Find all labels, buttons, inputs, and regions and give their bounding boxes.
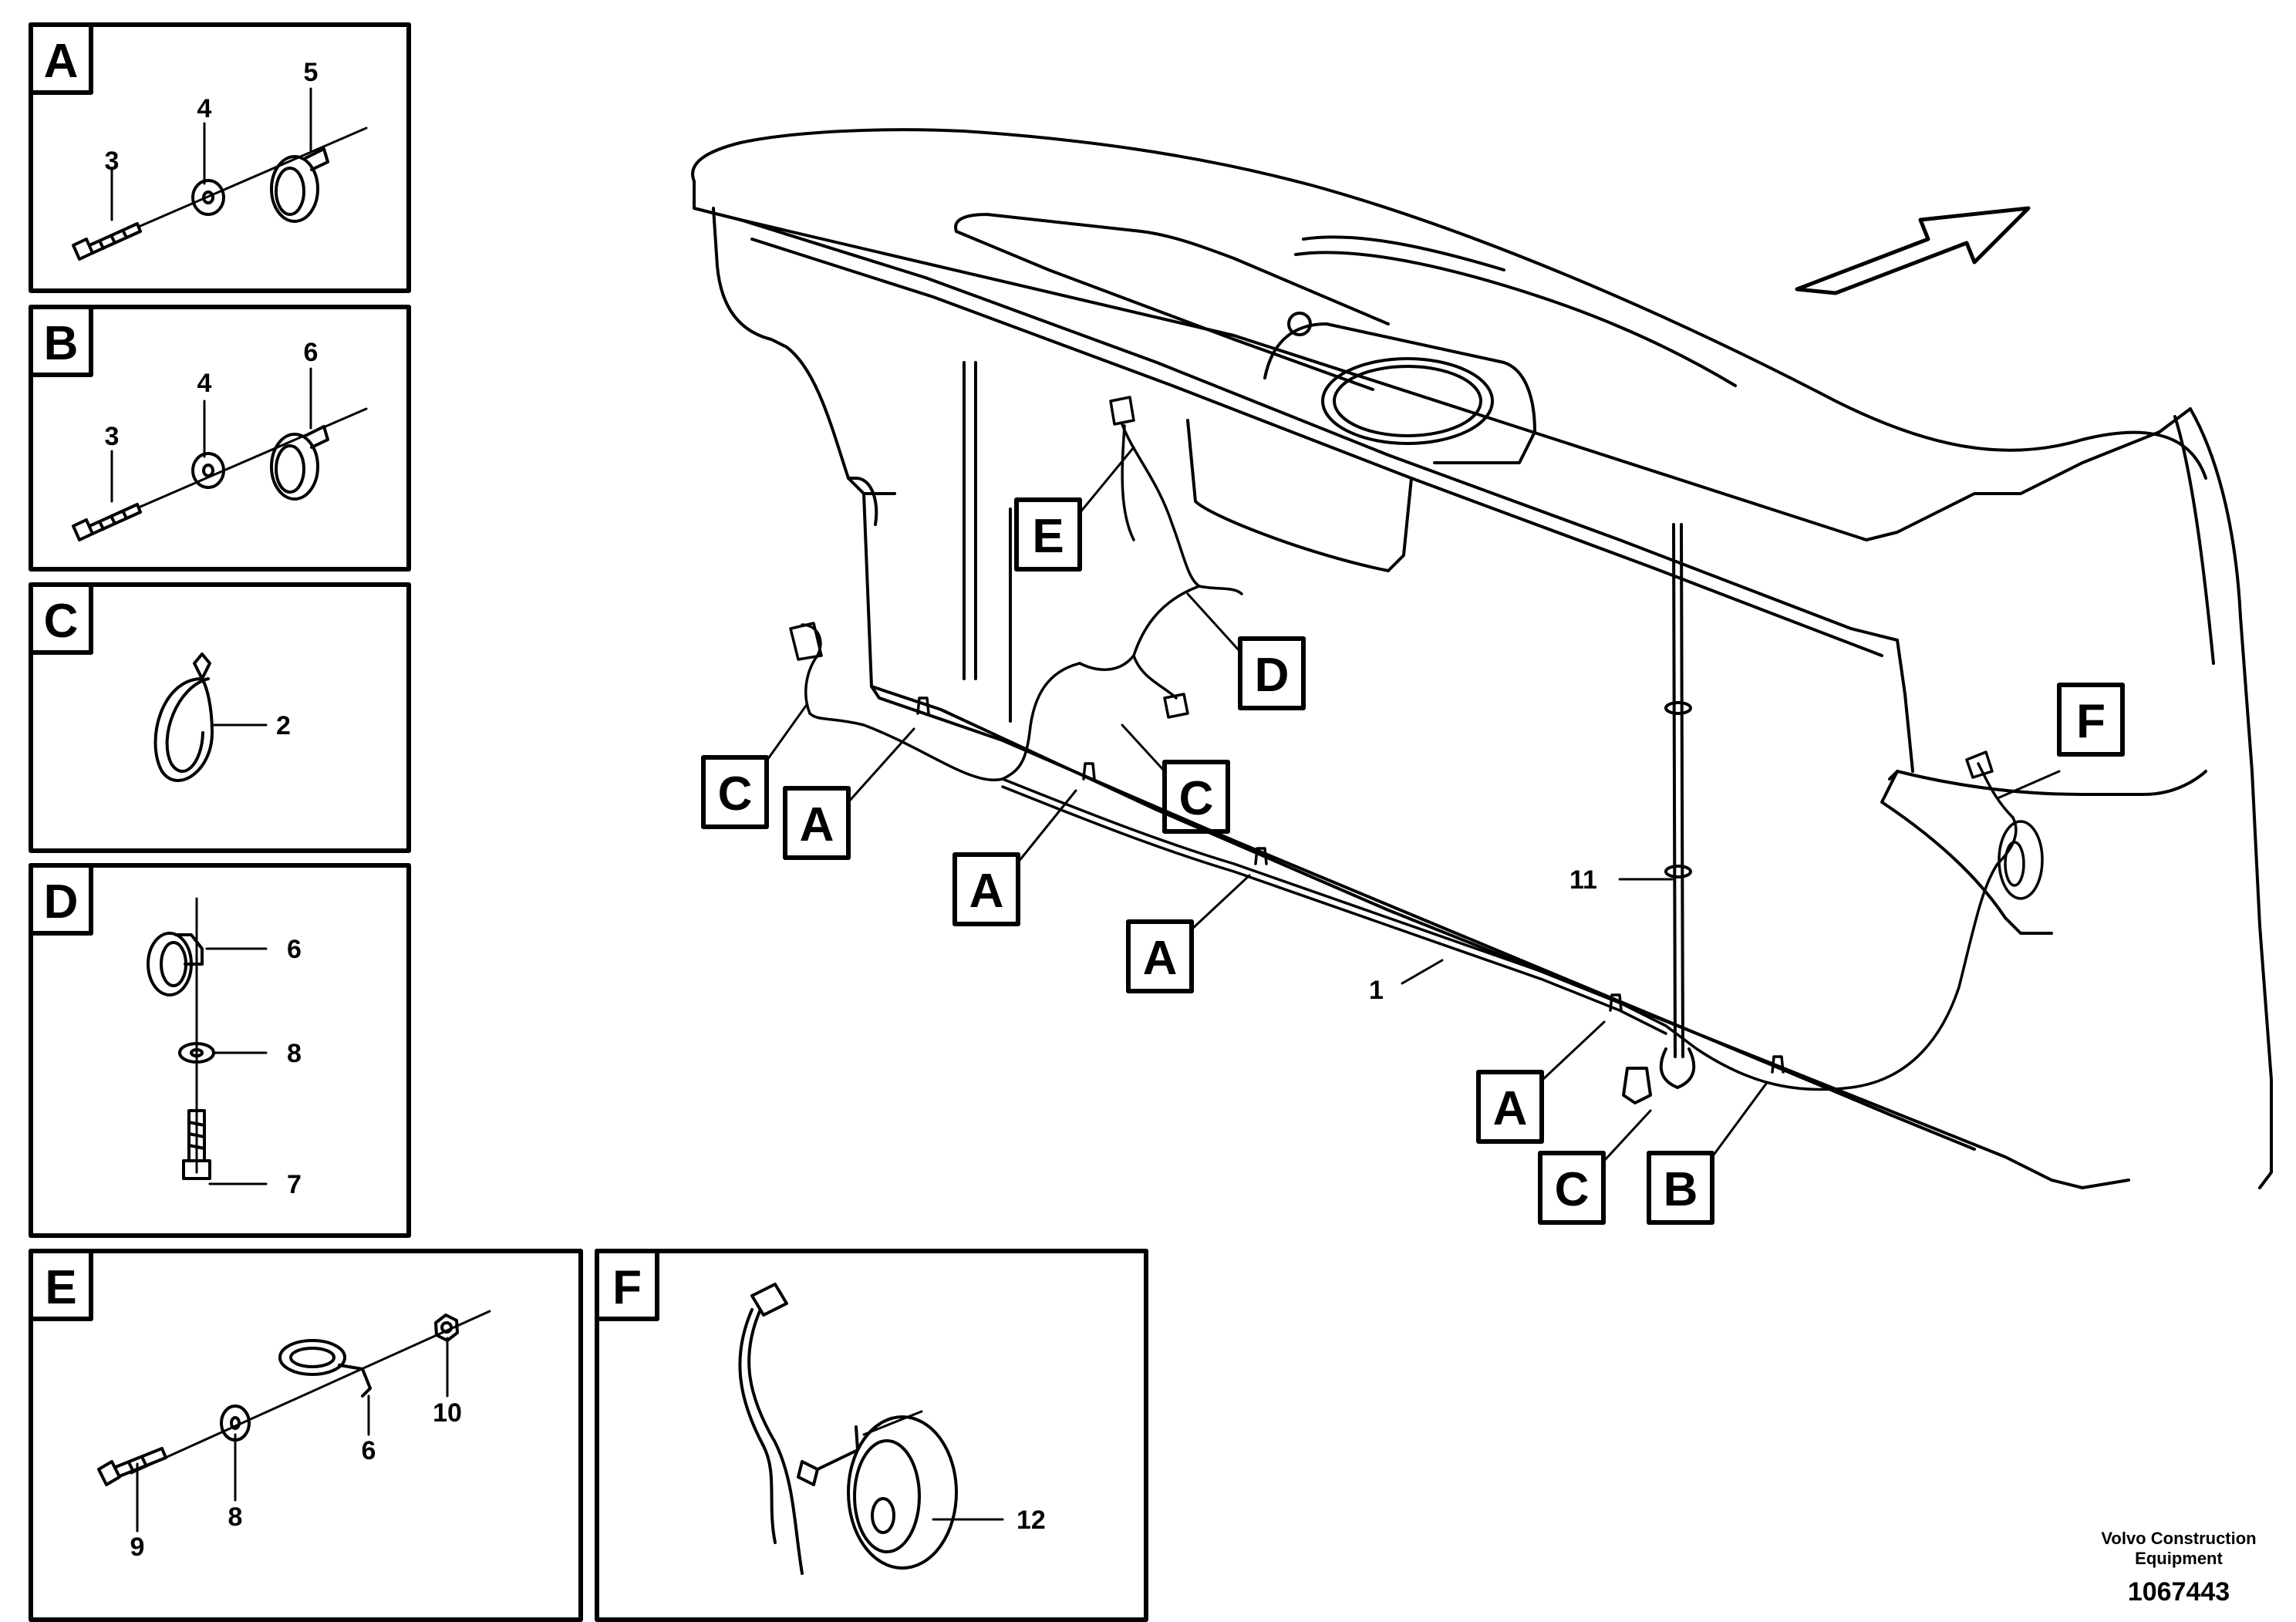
- part-number: 6: [362, 1436, 376, 1465]
- nut-icon: [434, 1313, 459, 1342]
- main-callout: F: [2076, 695, 2106, 748]
- bolt-icon: [72, 222, 142, 261]
- part-number: 6: [287, 935, 302, 964]
- drawing-number: 1067443: [2128, 1577, 2230, 1607]
- washer-icon: [191, 179, 225, 216]
- part-number: 10: [433, 1398, 462, 1428]
- horn-icon: [797, 1410, 958, 1570]
- connector-icon: [738, 1283, 804, 1575]
- p-clamp-icon: [278, 1339, 372, 1398]
- panel-b-letter: B: [44, 317, 79, 370]
- part-number: 9: [130, 1533, 145, 1562]
- p-clamp-icon: [147, 932, 204, 996]
- bolt-icon: [182, 1109, 211, 1180]
- part-number: 7: [287, 1170, 302, 1199]
- panel-f-letter: F: [612, 1261, 642, 1314]
- company-name-line2: Equipment: [2135, 1549, 2223, 1568]
- panel-e-letter: E: [45, 1261, 76, 1314]
- bolt-icon: [72, 503, 142, 541]
- bolt-icon: [97, 1447, 167, 1486]
- p-clamp-icon: [270, 147, 329, 223]
- main-callout: C: [1555, 1163, 1590, 1216]
- part-number: 8: [228, 1502, 243, 1532]
- detail-panel-c: [29, 582, 411, 853]
- detail-panel-d: [29, 863, 411, 1238]
- main-callout: A: [969, 865, 1004, 918]
- company-name-line1: Volvo Construction: [2101, 1529, 2256, 1548]
- panel-d-letter: D: [44, 875, 79, 929]
- detail-panel-b: [29, 305, 411, 572]
- part-number: 6: [304, 338, 319, 367]
- part-number: 12: [1017, 1506, 1046, 1535]
- part-number: 11: [1569, 865, 1597, 895]
- main-callout: A: [800, 798, 834, 851]
- part-number: 2: [276, 711, 291, 740]
- part-number: 8: [287, 1039, 302, 1068]
- main-callout: C: [1179, 772, 1214, 825]
- part-number: 3: [105, 147, 120, 176]
- panel-c-letter: C: [44, 595, 79, 648]
- direction-arrow-icon: [1795, 206, 2031, 295]
- main-callout-boxes: [701, 497, 2125, 1225]
- detail-panel-f: [595, 1249, 1148, 1622]
- part-number: 5: [304, 58, 319, 87]
- main-callout: C: [718, 767, 753, 821]
- callout-leaders: [766, 446, 2061, 1162]
- main-callout: A: [1143, 932, 1178, 985]
- part-number: 4: [197, 94, 212, 123]
- cable-tie-icon: [153, 653, 214, 782]
- detail-panel-e: [29, 1249, 583, 1622]
- p-clamp-icon: [270, 425, 329, 501]
- main-callout: D: [1255, 649, 1290, 702]
- panel-a-letter: A: [44, 35, 79, 88]
- washer-icon: [191, 452, 225, 489]
- part-number: 3: [105, 422, 120, 451]
- counterweight-assembly: [691, 128, 2273, 1189]
- part-number: 4: [197, 369, 212, 398]
- main-callout: A: [1493, 1082, 1528, 1135]
- part-number: 1: [1369, 976, 1384, 1005]
- wiring-harness: [789, 396, 2044, 1091]
- main-callout: B: [1664, 1163, 1698, 1216]
- detail-panel-a: [29, 22, 411, 293]
- main-callout: E: [1032, 510, 1064, 563]
